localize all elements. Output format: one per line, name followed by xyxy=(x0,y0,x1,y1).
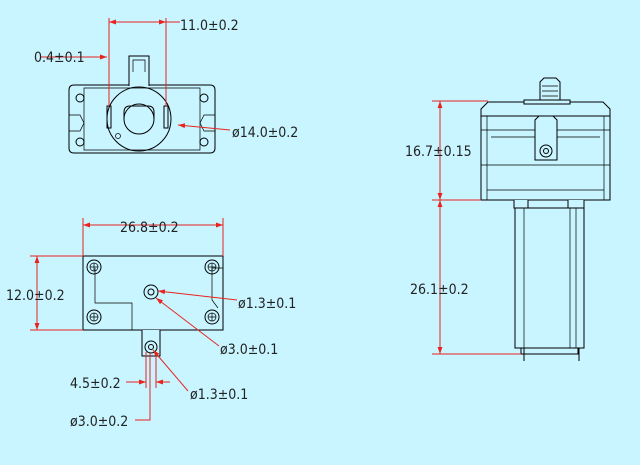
top-view-hole-tl xyxy=(75,93,85,103)
front-view-screw-bl xyxy=(86,309,102,325)
side-view-motor-flange xyxy=(513,200,585,209)
top-diameter-label: ø14.0±0.2 xyxy=(232,125,298,141)
front-dim-hole-outer-leader xyxy=(155,297,220,347)
front-tab-outer-label: ø3.0±0.2 xyxy=(70,414,128,430)
front-view-inner-contour xyxy=(94,267,223,330)
front-width-label: 26.8±0.2 xyxy=(120,220,179,236)
front-hole-label: ø1.3±0.1 xyxy=(238,296,296,312)
side-view-clip-hole-outer xyxy=(539,144,553,158)
side-body-height-label: 16.7±0.15 xyxy=(405,144,472,160)
top-view-pump-hub xyxy=(123,103,155,135)
top-view-notch-left xyxy=(69,114,85,132)
side-motor-height-label: 26.1±0.2 xyxy=(410,282,469,298)
front-view-screw-tl xyxy=(86,259,102,275)
side-view-nozzle xyxy=(539,77,561,100)
front-view-center-hole-outer xyxy=(143,284,159,300)
front-view: 26.8±0.2 12.0±0.2 ø1.3±0.1 ø3.0±0.1 4.5±… xyxy=(6,218,296,430)
top-view-pump-circle xyxy=(106,86,172,152)
front-height-label: 12.0±0.2 xyxy=(6,288,65,304)
top-view-nozzle-tip xyxy=(132,59,146,72)
top-view-slot-right xyxy=(163,105,169,129)
front-hole-outer-label: ø3.0±0.1 xyxy=(220,342,278,358)
side-view-clip-hole xyxy=(543,148,549,154)
front-tab-label: 4.5±0.2 xyxy=(70,376,121,392)
side-view-nozzle-ribs xyxy=(542,85,558,97)
front-view-center-hole xyxy=(147,288,155,296)
top-thickness-label: 0.4±0.1 xyxy=(34,50,85,66)
top-width-label: 11.0±0.2 xyxy=(180,18,239,34)
top-view-notch-right xyxy=(199,114,215,132)
side-view-motor-endcap xyxy=(520,347,579,355)
top-view-hole-br xyxy=(199,137,209,147)
top-view-plate xyxy=(68,84,216,154)
front-view-screw-tr xyxy=(204,259,220,275)
front-view-tab-hole-outer xyxy=(144,340,158,354)
front-dim-tab-hole-leader xyxy=(152,349,189,392)
top-view-small-hole xyxy=(115,133,121,139)
top-view: 11.0±0.2 0.4±0.1 ø14.0±0.2 xyxy=(34,18,298,154)
top-view-hole-bl xyxy=(75,137,85,147)
front-dim-tab-outer-leader xyxy=(135,353,151,421)
top-view-hole-tr xyxy=(199,93,209,103)
top-view-hub-tab xyxy=(123,105,155,119)
side-view-motor xyxy=(514,207,585,349)
front-view-screw-br xyxy=(204,309,220,325)
front-view-body xyxy=(82,255,224,331)
front-tab-hole-label: ø1.3±0.1 xyxy=(190,387,248,403)
front-dim-hole-leader xyxy=(157,289,238,301)
top-view-nozzle xyxy=(128,55,150,86)
top-view-plate-inner xyxy=(83,87,201,151)
front-view-tab-hole xyxy=(148,344,154,350)
top-dim-diameter-leader xyxy=(177,123,231,131)
side-view: 16.7±0.15 26.1±0.2 xyxy=(405,77,611,361)
side-view-cap-top xyxy=(523,99,571,105)
front-view-tab xyxy=(141,330,161,357)
